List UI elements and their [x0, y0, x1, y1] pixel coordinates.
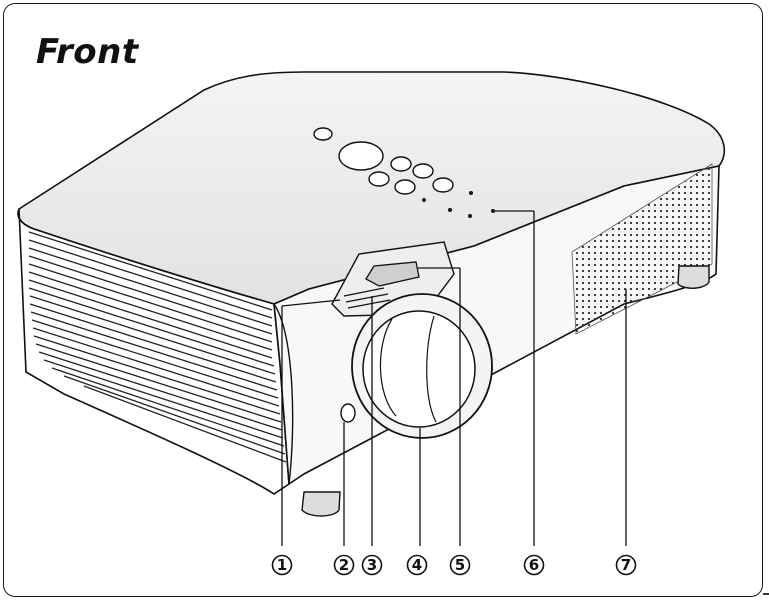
callout-1: 1	[271, 554, 293, 576]
page-edge-mark	[763, 593, 769, 595]
zoom-lever	[365, 261, 420, 287]
callout-3-label: 3	[367, 556, 377, 574]
projection-lens	[351, 293, 493, 439]
callout-5: 5	[449, 554, 471, 576]
callout-3: 3	[361, 554, 383, 576]
front-left-bezel	[273, 303, 294, 485]
callout-1-label: 1	[277, 556, 287, 574]
callout-5-label: 5	[455, 556, 465, 574]
left-grille	[28, 231, 287, 463]
page-title: Front	[36, 32, 139, 72]
callout-6-label: 6	[529, 556, 539, 574]
top-control-panel	[313, 127, 454, 195]
diagram-frame: Front	[3, 3, 763, 597]
projector-illustration: 1 2 3 4 5 6 7	[17, 71, 726, 576]
callout-leaders	[281, 210, 627, 546]
callout-2: 2	[333, 554, 355, 576]
remote-sensor	[340, 403, 356, 423]
right-vent-grille	[571, 163, 713, 335]
callout-7: 7	[615, 554, 637, 576]
indicator-leds	[422, 191, 495, 218]
callout-2-label: 2	[339, 556, 349, 574]
callout-4-label: 4	[412, 556, 422, 574]
focus-ring-ridges	[343, 287, 391, 309]
adjustable-feet	[301, 265, 710, 517]
callout-6: 6	[523, 554, 545, 576]
callout-7-label: 7	[621, 556, 631, 574]
callout-4: 4	[406, 554, 428, 576]
